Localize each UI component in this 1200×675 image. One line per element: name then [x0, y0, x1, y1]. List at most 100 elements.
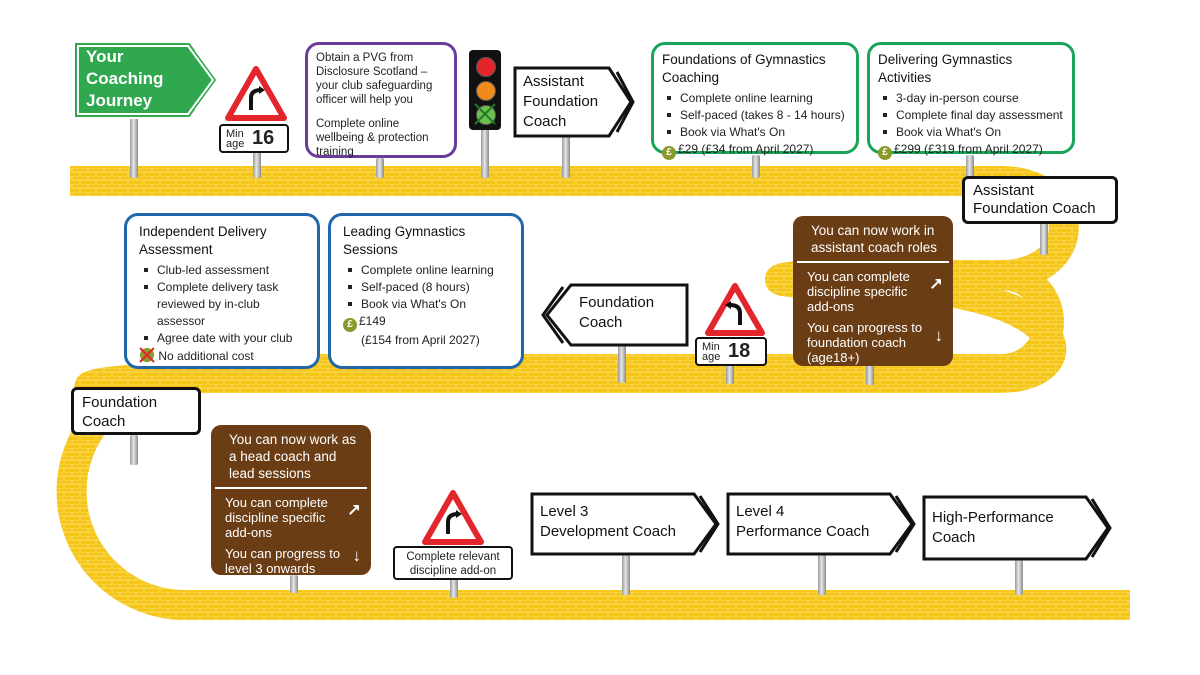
- level-4-performance-coach-sign: Level 4 Performance Coach: [726, 492, 916, 556]
- assistant-brown-row2: You can progress to foundation coach (ag…: [807, 320, 923, 365]
- level-3-development-coach-sign: Level 3 Development Coach: [530, 492, 720, 556]
- leading-card-title: Leading Gymnastics Sessions: [343, 224, 466, 257]
- min-age-label: Min age: [702, 340, 721, 363]
- independent-item: Complete delivery task reviewed by in-cl…: [144, 279, 305, 330]
- independent-card-title: Independent Delivery Assessment: [139, 224, 267, 257]
- start-sign-line1: Your: [86, 47, 124, 66]
- leading-item: Self-paced (8 hours): [348, 279, 509, 296]
- head-coach-info-sign: You can now work as a head coach and lea…: [211, 425, 371, 575]
- head-brown-row2: You can progress to level 3 onwards: [225, 546, 341, 575]
- leading-item: Complete online learning: [348, 262, 509, 279]
- your-coaching-journey-sign: Your Coaching Journey: [72, 40, 220, 120]
- warning-bend-icon: [225, 66, 287, 121]
- independent-item: Agree date with your club: [144, 330, 305, 347]
- foundations-item: Complete online learning: [667, 90, 848, 107]
- arrow-up-right-icon: ↗: [928, 275, 943, 294]
- warning-bend-icon: [705, 283, 765, 336]
- addon-line2: discipline add-on: [409, 565, 497, 577]
- head-brown-row1: You can complete discipline specific add…: [225, 495, 328, 540]
- foundations-course-card: Foundations of Gymnastics Coaching Compl…: [651, 42, 859, 160]
- foundations-card-title: Foundations of Gymnastics Coaching: [662, 52, 826, 85]
- no-cost-icon: [139, 347, 155, 363]
- warning-bend-icon: [422, 490, 484, 545]
- foundations-item: Book via What's On: [667, 124, 848, 141]
- independent-item: Club-led assessment: [144, 262, 305, 279]
- sign-post: [1015, 560, 1023, 595]
- sign-post: [966, 155, 974, 178]
- min-age-value: 16: [252, 127, 275, 149]
- assistant-sign-line1: Assistant: [523, 73, 584, 90]
- assistant-milestone-line2: Foundation Coach: [973, 200, 1096, 217]
- delivering-item: 3-day in-person course: [883, 90, 1064, 107]
- traffic-light-icon: [469, 50, 501, 130]
- sign-post: [253, 150, 261, 178]
- highperf-line2: Coach: [932, 529, 976, 546]
- pvg-card: Obtain a PVG from Disclosure Scotland – …: [305, 42, 457, 158]
- sign-post: [450, 578, 458, 598]
- foundation-milestone-line1: Foundation: [82, 394, 158, 411]
- discipline-add-on-sign: Complete relevant discipline add-on: [393, 546, 513, 580]
- foundation-sign-line1: Foundation: [579, 294, 655, 311]
- leading-price-note: (£154 from April 2027): [361, 333, 480, 347]
- addon-line1: Complete relevant: [406, 551, 500, 563]
- foundation-coach-sign: Foundation Coach: [541, 283, 689, 347]
- assistant-foundation-coach-milestone: Assistant Foundation Coach: [962, 176, 1118, 224]
- sign-post: [866, 365, 874, 385]
- assistant-brown-heading: You can now work in assistant coach role…: [797, 216, 949, 263]
- foundation-sign-line2: Coach: [579, 314, 623, 331]
- sign-post: [618, 345, 626, 383]
- min-age-16-badge: Min age 16: [219, 124, 289, 153]
- head-brown-heading: You can now work as a head coach and lea…: [215, 425, 367, 489]
- assistant-foundation-coach-sign: Assistant Foundation Coach: [513, 66, 635, 138]
- independent-assessment-card: Independent Delivery Assessment Club-led…: [124, 213, 320, 369]
- leading-course-card: Leading Gymnastics Sessions Complete onl…: [328, 213, 524, 369]
- arrow-down-icon: ↓: [934, 326, 944, 345]
- highperf-line1: High-Performance: [932, 509, 1054, 526]
- high-performance-coach-sign: High-Performance Coach: [922, 495, 1112, 561]
- sign-post: [752, 155, 760, 178]
- min-age-18-badge: Min age 18: [695, 337, 767, 366]
- level3-line2: Development Coach: [540, 523, 676, 540]
- delivering-price: £299 (£319 from April 2027): [894, 142, 1043, 156]
- sign-post: [622, 555, 630, 595]
- leading-price: £149: [359, 314, 386, 328]
- arrow-down-icon: ↓: [352, 546, 362, 565]
- sign-post: [726, 364, 734, 384]
- sign-post: [818, 555, 826, 595]
- traffic-light-pole: [481, 128, 489, 178]
- arrow-up-right-icon: ↗: [346, 501, 361, 520]
- sign-post: [1040, 223, 1048, 255]
- independent-cost: No additional cost: [158, 349, 254, 363]
- sign-post: [130, 435, 138, 465]
- sign-post: [290, 575, 298, 593]
- assistant-sign-line2: Foundation: [523, 93, 599, 110]
- pvg-text-2: Complete online wellbeing & protection t…: [316, 118, 429, 158]
- foundations-price: £29 (£34 from April 2027): [678, 142, 814, 156]
- delivering-item: Complete final day assessment: [883, 108, 1063, 122]
- sign-post: [376, 158, 384, 178]
- assistant-roles-info-sign: You can now work in assistant coach role…: [793, 216, 953, 366]
- assistant-sign-line3: Coach: [523, 113, 567, 130]
- assistant-milestone-line1: Assistant: [973, 182, 1034, 199]
- leading-item: Book via What's On: [348, 296, 509, 313]
- foundation-milestone-line2: Coach: [82, 413, 126, 430]
- min-age-value: 18: [728, 340, 751, 362]
- pound-coin-icon: £: [662, 146, 676, 160]
- delivering-course-card: Delivering Gymnastics Activities 3-day i…: [867, 42, 1075, 160]
- level4-line1: Level 4: [736, 503, 785, 520]
- level4-line2: Performance Coach: [736, 523, 870, 540]
- delivering-item: Book via What's On: [883, 124, 1064, 141]
- pound-coin-icon: £: [343, 318, 357, 332]
- foundations-item: Self-paced (takes 8 - 14 hours): [667, 107, 848, 124]
- min-age-label: Min age: [226, 127, 245, 150]
- assistant-brown-row1: You can complete discipline specific add…: [807, 269, 910, 314]
- pvg-text-1: Obtain a PVG from Disclosure Scotland – …: [316, 52, 433, 106]
- start-sign-line3: Journey: [86, 91, 153, 110]
- start-sign-line2: Coaching: [86, 69, 164, 88]
- sign-post: [130, 118, 138, 178]
- foundation-coach-milestone: Foundation Coach: [71, 387, 201, 435]
- delivering-card-title: Delivering Gymnastics Activities: [878, 52, 1013, 85]
- sign-post: [562, 135, 570, 178]
- level3-line1: Level 3: [540, 503, 589, 520]
- pound-coin-icon: £: [878, 146, 892, 160]
